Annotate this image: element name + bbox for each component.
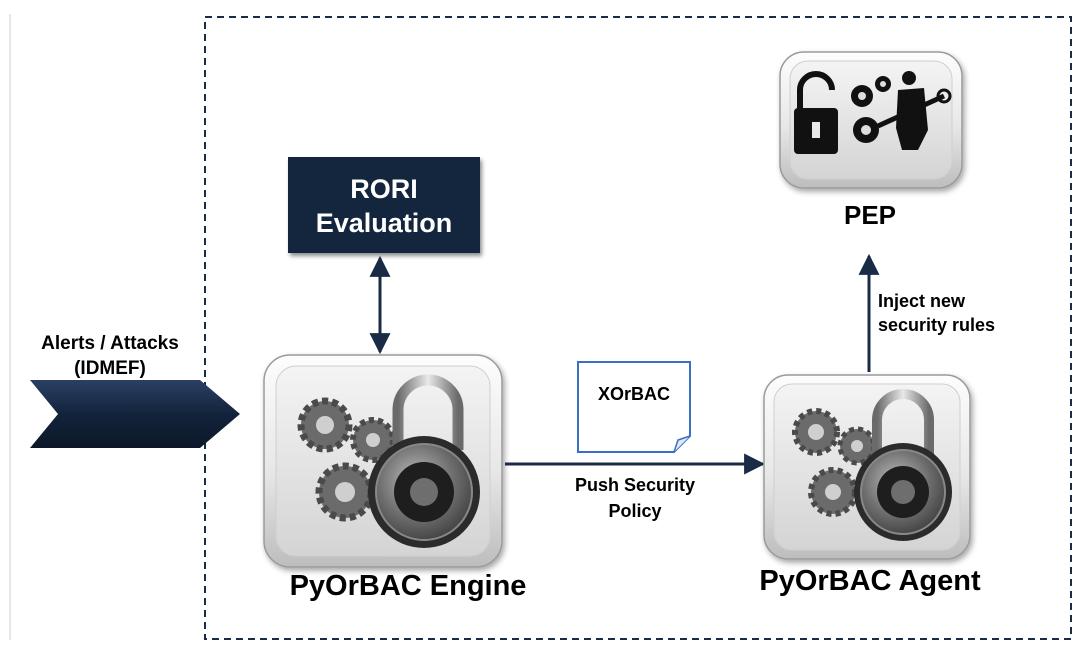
- rori-label-line1: RORI: [350, 174, 418, 204]
- push-policy-label-line2: Policy: [608, 501, 662, 521]
- input-label-line1: Alerts / Attacks: [41, 333, 179, 354]
- gears-combination-lock-icon: [297, 374, 480, 548]
- inject-rules-label-line2: security rules: [878, 315, 996, 335]
- agent-label: PyOrBAC Agent: [759, 565, 981, 597]
- policy-document-label: XOrBAC: [597, 384, 670, 404]
- system-boundary: [204, 16, 1072, 640]
- push-policy-label: Push Security Policy: [545, 472, 725, 524]
- policy-document-icon: [577, 361, 691, 453]
- input-chevron-arrow: [30, 380, 240, 448]
- rori-label-line2: Evaluation: [315, 208, 453, 238]
- inject-rules-label-line1: Inject new: [878, 291, 966, 311]
- gears-combination-lock-icon: [792, 389, 952, 541]
- push-policy-label-line1: Push Security: [574, 475, 696, 495]
- rori-evaluation-box: RORI Evaluation: [288, 157, 480, 253]
- inject-rules-label: Inject new security rules: [878, 289, 995, 337]
- pep-label: PEP: [843, 200, 897, 230]
- input-label-line2: (IDMEF): [74, 358, 146, 379]
- input-label: Alerts / Attacks (IDMEF): [20, 331, 200, 381]
- rori-label: RORI Evaluation: [288, 172, 480, 240]
- engine-label: PyOrBAC Engine: [289, 570, 527, 602]
- padlock-gears-worker-icon: [794, 71, 952, 154]
